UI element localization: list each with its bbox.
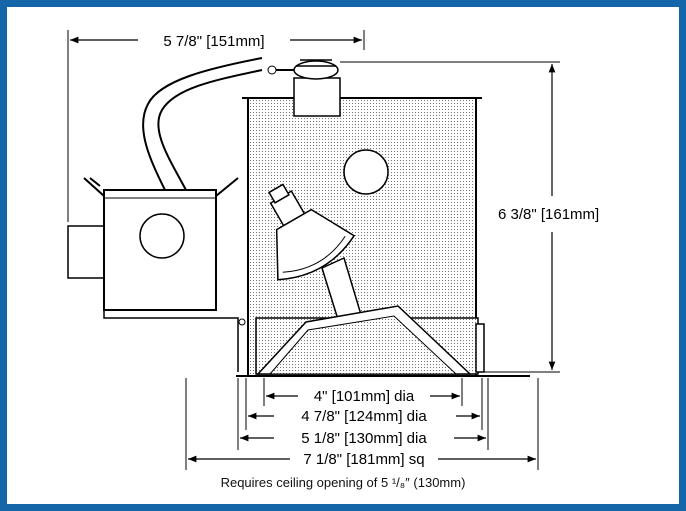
top-width-dimension: 5 7/8" [151mm] <box>67 30 365 222</box>
aperture-label: 4" [101mm] dia <box>314 388 415 405</box>
trim-inner-label: 4 7/8" [124mm] dia <box>301 408 427 425</box>
trim-ring <box>236 305 530 377</box>
junction-box <box>67 57 263 372</box>
bottom-dimensions: 4" [101mm] dia 4 7/8" [124mm] dia 5 1/8"… <box>185 378 539 470</box>
top-width-label: 5 7/8" [151mm] <box>163 33 264 50</box>
ceiling-opening-note: Requires ceiling opening of 5 ¹/₈″ (130m… <box>220 475 466 490</box>
plate-label: 7 1/8" [181mm] sq <box>303 451 424 468</box>
height-label: 6 3/8" [161mm] <box>498 206 599 223</box>
lamp-assembly <box>268 183 363 327</box>
trim-outer-label: 5 1/8" [130mm] dia <box>301 430 427 447</box>
